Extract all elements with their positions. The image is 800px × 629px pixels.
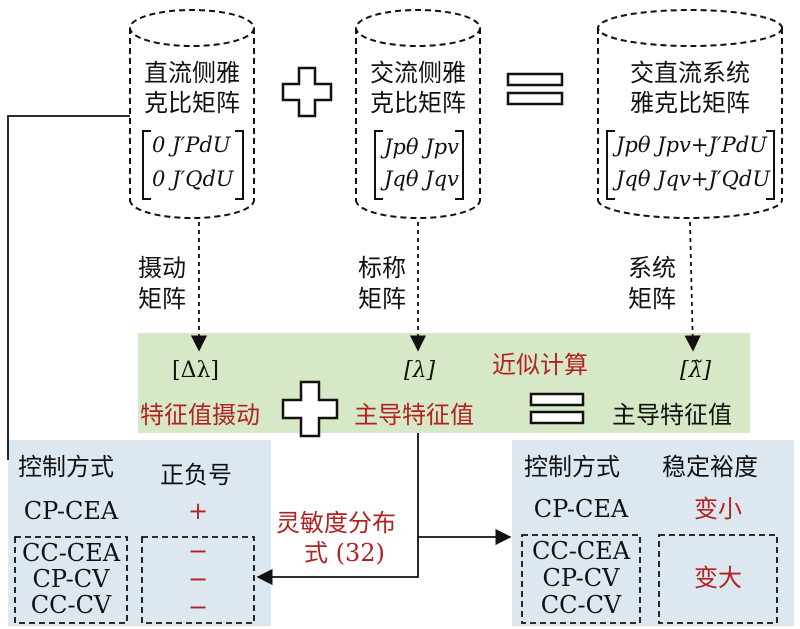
system-matrix-right-bracket xyxy=(766,130,775,200)
left-row4-sign: − xyxy=(187,593,209,621)
equals-symbol-band xyxy=(529,392,585,425)
left-signs-group-box xyxy=(141,536,255,624)
system-label-line1: 系统 xyxy=(628,254,676,282)
left-table-bg xyxy=(8,440,271,626)
dominant-eigen-label-1: 主导特征值 xyxy=(354,401,474,429)
eigen-perturb-label: 特征值摄动 xyxy=(140,401,260,429)
right-modes-group-box xyxy=(521,534,641,624)
right-group-value: 变大 xyxy=(694,564,742,592)
arrow-system xyxy=(684,221,701,352)
formula-label-line2: 式 (32) xyxy=(304,539,385,567)
ac-matrix-right-bracket xyxy=(455,130,464,200)
plus-symbol-band xyxy=(281,380,339,438)
plus-symbol-top xyxy=(281,66,333,118)
left-header-sign: 正负号 xyxy=(160,461,232,489)
perturb-label-line2: 矩阵 xyxy=(138,285,186,313)
left-row3-sign: − xyxy=(187,565,209,593)
ac-matrix-left-bracket xyxy=(374,130,383,200)
system-matrix-row2: Jqθ Jqv+J′QdU xyxy=(616,167,771,191)
connector-lambda-left xyxy=(256,433,419,586)
perturb-label-line1: 摄动 xyxy=(138,254,186,282)
left-row1-mode: CP-CEA xyxy=(23,497,119,525)
green-band xyxy=(138,333,750,433)
left-row2-sign: − xyxy=(187,537,209,565)
lambda-tilde-label: [λ̃] xyxy=(680,358,712,383)
right-row1-value: 变小 xyxy=(694,495,742,523)
ac-title-line2: 克比矩阵 xyxy=(370,89,466,117)
ac-matrix-row1: Jpθ Jpv xyxy=(384,135,459,159)
equals-symbol-top xyxy=(506,72,564,106)
right-value-group-box xyxy=(658,534,778,624)
system-matrix-left-bracket xyxy=(606,130,615,200)
ac-title-line1: 交流侧雅 xyxy=(370,59,466,87)
right-table-bg xyxy=(512,440,794,626)
right-header-margin: 稳定裕度 xyxy=(662,453,758,481)
dc-matrix-row2: 0 J′QdU xyxy=(152,167,234,191)
approx-calc-label: 近似计算 xyxy=(492,351,588,379)
left-row2-mode: CC-CEA xyxy=(21,539,121,567)
right-group-mode-1: CC-CEA xyxy=(531,537,631,565)
cylinder-system xyxy=(597,9,783,219)
dc-title-line1: 直流侧雅 xyxy=(144,59,240,87)
dc-title-line2: 克比矩阵 xyxy=(144,89,240,117)
right-header-mode: 控制方式 xyxy=(524,453,620,481)
right-group-mode-3: CC-CV xyxy=(540,591,622,619)
right-group-mode-2: CP-CV xyxy=(542,564,620,592)
connector-dc-left xyxy=(7,115,130,460)
formula-label-line1: 灵敏度分布 xyxy=(276,509,396,537)
ac-matrix-row2: Jqθ Jqv xyxy=(384,167,459,191)
lambda-label: [λ] xyxy=(404,358,436,383)
dc-matrix-right-bracket xyxy=(235,130,244,200)
cylinder-dc xyxy=(129,9,255,219)
dominant-eigen-label-2: 主导特征值 xyxy=(612,401,732,429)
nominal-label-line1: 标称 xyxy=(358,254,406,282)
right-row1-mode: CP-CEA xyxy=(533,495,629,523)
system-matrix-row1: Jpθ Jpv+J′PdU xyxy=(616,133,767,157)
system-label-line2: 矩阵 xyxy=(628,285,676,313)
system-title-line2: 雅克比矩阵 xyxy=(630,89,750,117)
left-row4-mode: CC-CV xyxy=(30,591,112,619)
left-row3-mode: CP-CV xyxy=(32,565,110,593)
nominal-label-line2: 矩阵 xyxy=(358,285,406,313)
dc-matrix-row1: 0 J′PdU xyxy=(152,133,231,157)
left-modes-group-box xyxy=(14,536,128,624)
cylinder-ac xyxy=(355,9,481,219)
left-row1-sign: + xyxy=(187,497,209,525)
delta-lambda-label: [Δλ] xyxy=(172,358,219,383)
system-title-line1: 交直流系统 xyxy=(630,59,750,87)
dc-matrix-left-bracket xyxy=(142,130,151,200)
left-header-mode: 控制方式 xyxy=(18,453,114,481)
